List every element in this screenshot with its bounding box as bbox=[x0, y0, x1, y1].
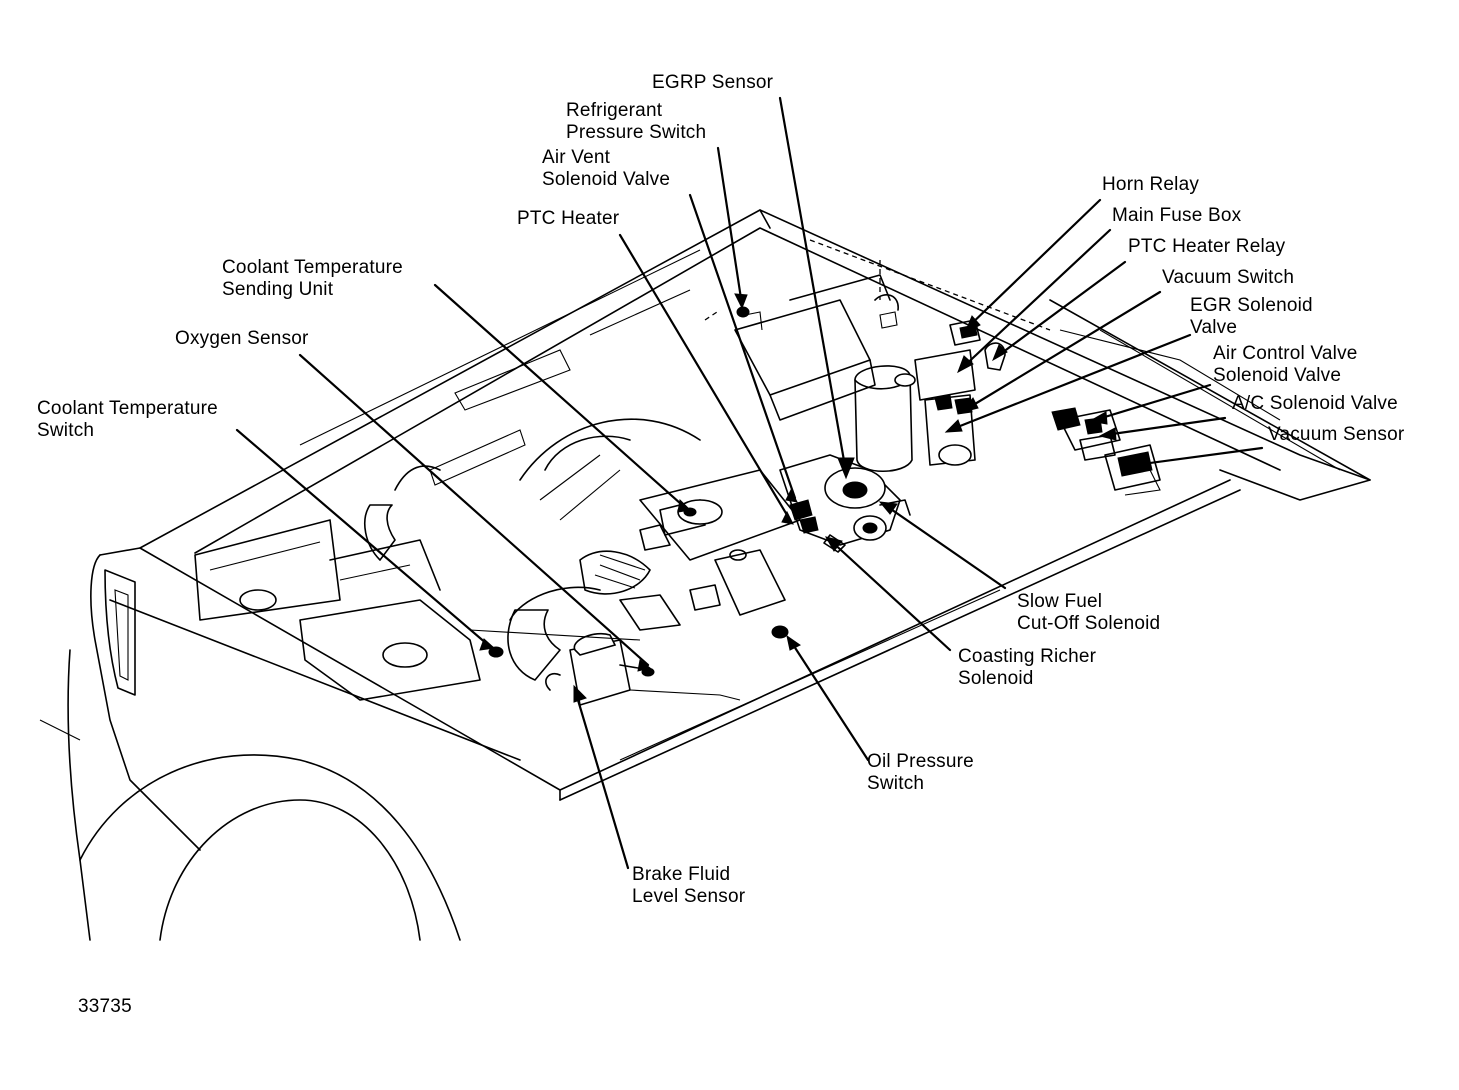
label-refrigerant-pressure-switch: Refrigerant Pressure Switch bbox=[566, 100, 707, 143]
leader-oxygen-sensor bbox=[298, 353, 650, 667]
leader-air-control-valve bbox=[1093, 383, 1212, 422]
engine-components bbox=[194, 418, 801, 706]
figure-id: 33735 bbox=[78, 996, 132, 1017]
leader-egrp-sensor bbox=[778, 96, 848, 474]
vehicle-body bbox=[39, 209, 1371, 941]
leader-coasting-richer bbox=[828, 538, 952, 652]
label-coolant-temperature-switch: Coolant Temperature Switch bbox=[37, 398, 218, 441]
label-slow-fuel-cutoff-solenoid: Slow Fuel Cut-Off Solenoid bbox=[1017, 591, 1161, 634]
leader-coolant-sending bbox=[433, 283, 692, 514]
label-egrp-sensor: EGRP Sensor bbox=[652, 72, 774, 93]
label-vacuum-switch: Vacuum Switch bbox=[1162, 267, 1295, 288]
leader-horn-relay bbox=[963, 198, 1102, 332]
leader-refrigerant-switch bbox=[716, 146, 744, 307]
leader-ac-solenoid bbox=[1103, 416, 1227, 437]
label-brake-fluid-level-sensor: Brake Fluid Level Sensor bbox=[632, 864, 746, 907]
leader-ptc-heater-relay bbox=[993, 260, 1127, 360]
leader-lines bbox=[235, 96, 1264, 870]
label-coasting-richer-solenoid: Coasting Richer Solenoid bbox=[958, 646, 1097, 689]
leader-ptc-heater bbox=[618, 233, 792, 522]
label-horn-relay: Horn Relay bbox=[1102, 174, 1200, 195]
label-egr-solenoid-valve: EGR Solenoid Valve bbox=[1190, 295, 1313, 338]
leader-oil-pressure bbox=[788, 638, 870, 762]
label-vacuum-sensor: Vacuum Sensor bbox=[1268, 424, 1405, 445]
label-ptc-heater: PTC Heater bbox=[517, 208, 620, 229]
leader-brake-fluid bbox=[573, 688, 630, 870]
leader-coolant-switch bbox=[235, 428, 496, 652]
label-main-fuse-box: Main Fuse Box bbox=[1112, 205, 1242, 226]
leader-vacuum-sensor bbox=[1133, 446, 1264, 467]
leader-air-vent-solenoid bbox=[688, 193, 797, 500]
leader-slow-fuel-cutoff bbox=[883, 503, 1007, 590]
label-oxygen-sensor: Oxygen Sensor bbox=[175, 328, 309, 349]
throttle-body-cluster bbox=[704, 239, 1051, 553]
label-oil-pressure-switch: Oil Pressure Switch bbox=[867, 751, 974, 794]
leader-vacuum-switch bbox=[963, 290, 1162, 412]
arrowheads bbox=[479, 293, 1147, 703]
label-ac-solenoid-valve: A/C Solenoid Valve bbox=[1232, 393, 1398, 414]
label-coolant-temperature-sending-unit: Coolant Temperature Sending Unit bbox=[222, 257, 403, 300]
leader-main-fuse-box bbox=[958, 228, 1112, 372]
leader-egr-solenoid bbox=[948, 333, 1192, 432]
label-ptc-heater-relay: PTC Heater Relay bbox=[1128, 236, 1286, 257]
label-air-vent-solenoid-valve: Air Vent Solenoid Valve bbox=[542, 147, 671, 190]
label-air-control-valve-solenoid-valve: Air Control Valve Solenoid Valve bbox=[1213, 343, 1358, 386]
